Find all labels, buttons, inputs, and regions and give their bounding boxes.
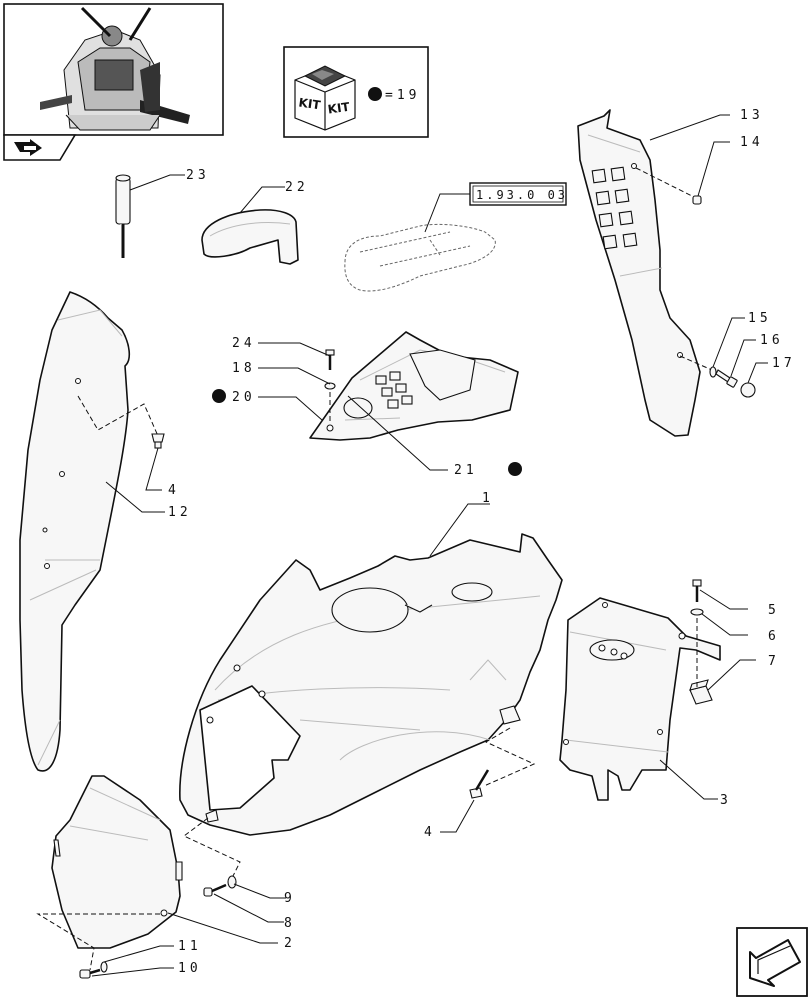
callout-7: 7: [768, 654, 780, 669]
part-16-screw[interactable]: [715, 369, 738, 388]
part-14-screw[interactable]: [692, 195, 702, 205]
part-1-cab-shroud[interactable]: [179, 533, 563, 836]
callout-20-bullet-icon: [212, 389, 226, 403]
callout-23: 23: [186, 168, 210, 183]
part-7-clip[interactable]: [689, 679, 713, 705]
callout-20: 20: [232, 390, 256, 405]
part-6-washer[interactable]: [690, 608, 704, 616]
callout-15: 15: [748, 311, 772, 326]
callout-18: 18: [232, 361, 256, 376]
callout-5: 5: [768, 603, 780, 618]
part-15-washer[interactable]: [709, 366, 717, 378]
part-10-screw[interactable]: [79, 968, 101, 979]
callout-11: 11: [178, 939, 202, 954]
part-17-cap[interactable]: [740, 382, 756, 398]
callout-13: 13: [740, 108, 764, 123]
callout-14: 14: [740, 135, 764, 150]
callout-24: 24: [232, 336, 256, 351]
part-4-fastener-a[interactable]: [151, 433, 165, 449]
part-5-screw[interactable]: [692, 579, 702, 602]
part-2-cover[interactable]: [51, 775, 183, 949]
callout-4-upper: 4: [168, 483, 180, 498]
callout-2: 2: [284, 936, 296, 951]
callout-4-lower: 4: [424, 825, 436, 840]
kit-bullet-icon: [368, 87, 382, 101]
part-22-cover[interactable]: [201, 209, 299, 265]
callout-6: 6: [768, 629, 780, 644]
callout-9: 9: [284, 891, 296, 906]
part-13-side-panel[interactable]: [577, 109, 701, 437]
next-page-arrow-icon[interactable]: [736, 927, 808, 997]
part-11-washer[interactable]: [100, 961, 108, 973]
kit-label-left: KIT: [298, 95, 322, 112]
reference-code: 1.93.0 03: [476, 188, 568, 202]
kit-legend: KIT KIT =19: [283, 46, 429, 138]
part-24-screw[interactable]: [325, 349, 335, 370]
thumbnail-panel: [3, 3, 224, 161]
part-12-side-panel[interactable]: [19, 291, 131, 772]
callout-22: 22: [285, 180, 309, 195]
tractor-cab-thumbnail: [40, 6, 190, 131]
panel-13-slots: [591, 166, 638, 250]
part-3-bracket[interactable]: [559, 597, 721, 801]
callout-12: 12: [168, 505, 192, 520]
seat-reference-outline: [344, 223, 496, 292]
part-23-spacer[interactable]: [115, 174, 131, 258]
kit-box-icon: KIT KIT: [294, 65, 356, 131]
kit-label-right: KIT: [327, 100, 351, 117]
kit-equals-text: =19: [385, 88, 420, 103]
part-4-bolt-b[interactable]: [469, 769, 490, 799]
callout-labels: 23 22 13 14 24 18 20 15 16 17 21 4 1 12 …: [168, 108, 796, 976]
callout-10: 10: [178, 961, 202, 976]
page-arrow-icon[interactable]: [14, 139, 42, 156]
callout-16: 16: [760, 333, 784, 348]
part-9-washer[interactable]: [227, 875, 237, 889]
part-18-washer[interactable]: [324, 382, 336, 390]
callout-8: 8: [284, 916, 296, 931]
console-switch-grid: [375, 371, 413, 409]
callout-21-bullet-icon: [508, 462, 522, 476]
part-20-console[interactable]: [309, 331, 519, 441]
part-8-screw[interactable]: [203, 883, 227, 897]
callout-17: 17: [772, 356, 796, 371]
callout-21: 21: [454, 463, 478, 478]
callout-3: 3: [720, 793, 732, 808]
callout-1: 1: [482, 491, 494, 506]
reference-box[interactable]: 1.93.0 03: [469, 182, 568, 206]
